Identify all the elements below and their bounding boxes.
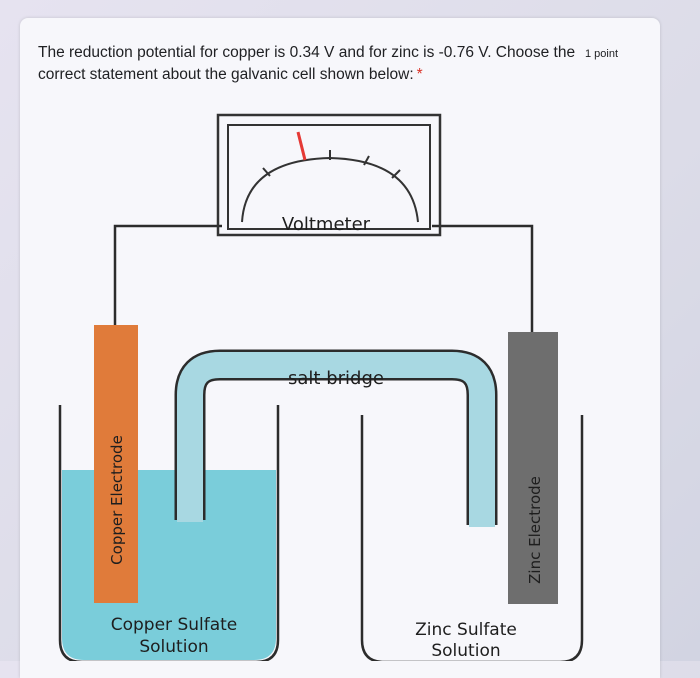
voltmeter-dial <box>241 156 419 223</box>
copper-electrode <box>94 325 138 603</box>
question-text: The reduction potential for copper is 0.… <box>38 42 578 86</box>
voltmeter-label: Voltmeter <box>282 214 371 235</box>
salt-bridge: salt bridge <box>174 349 498 527</box>
points-label: 1 point <box>584 48 618 60</box>
right-wire <box>432 224 534 334</box>
voltmeter-needle <box>296 131 307 161</box>
left-beaker <box>58 405 280 661</box>
voltmeter: Voltmeter <box>216 113 442 237</box>
copper-electrode-label: Copper Electrode <box>108 435 126 565</box>
zinc-electrode-label: Zinc Electrode <box>526 476 544 584</box>
right-beaker <box>360 415 584 661</box>
voltmeter-tick <box>363 155 370 166</box>
zinc-electrode <box>508 332 558 604</box>
copper-solution-label-line1: Copper Sulfate <box>111 615 238 635</box>
question-text-content: The reduction potential for copper is 0.… <box>38 44 576 83</box>
voltmeter-tick <box>262 167 271 177</box>
galvanic-cell-diagram: Voltmeter salt bridge Copper Electrode Z… <box>58 113 584 661</box>
voltmeter-tick <box>391 169 401 179</box>
zinc-solution-label-line2: Solution <box>431 641 500 661</box>
copper-solution-label-line2: Solution <box>139 637 208 657</box>
required-asterisk: * <box>416 66 423 83</box>
zinc-solution-label-line1: Zinc Sulfate <box>415 620 517 640</box>
left-wire <box>113 224 222 328</box>
salt-bridge-label: salt bridge <box>288 368 384 389</box>
